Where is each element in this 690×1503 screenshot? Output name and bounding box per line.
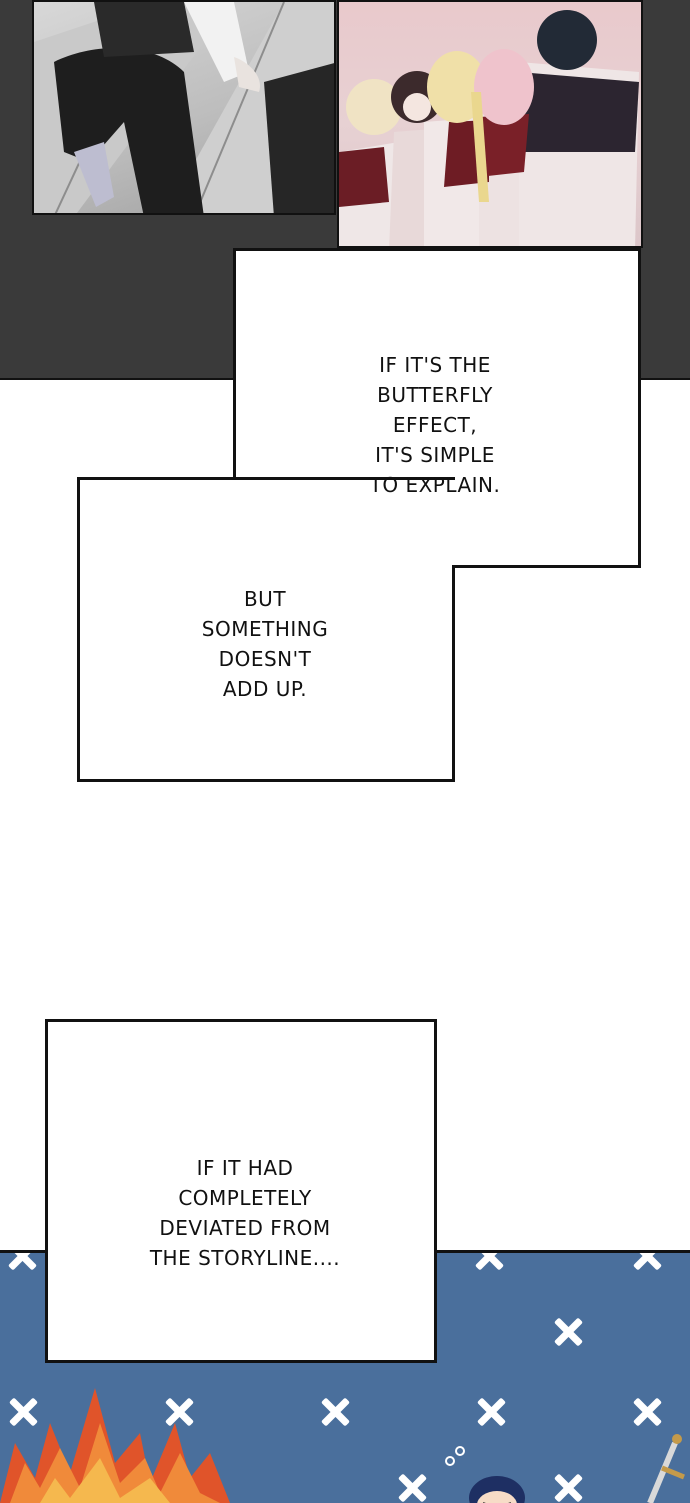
cross-icon <box>474 1395 508 1429</box>
group-characters-illustration <box>339 10 639 246</box>
caption-line: BUTTERFLY <box>377 383 493 407</box>
caption-line: SOMETHING <box>201 617 329 641</box>
caption-line: DOESN'T <box>218 647 312 671</box>
caption-line: IT'S SIMPLE <box>375 443 495 467</box>
caption-line: TO EXPLAIN. <box>369 473 501 497</box>
caption-line: COMPLETELY <box>178 1186 312 1210</box>
caption-line: ADD UP. <box>222 677 308 701</box>
caption-text-3: IF IT HAD COMPLETELY DEVIATED FROM THE S… <box>120 1153 370 1273</box>
flame-illustration <box>0 1388 230 1503</box>
caption-line: IF IT'S THE <box>379 353 491 377</box>
cross-icon <box>630 1253 664 1273</box>
cross-icon <box>318 1395 352 1429</box>
caption-line: IF IT HAD <box>196 1156 294 1180</box>
caption-text-2: BUT SOMETHING DOESN'T ADD UP. <box>185 584 345 704</box>
floor-tiles-illustration <box>34 2 334 213</box>
cross-icon <box>630 1395 664 1429</box>
panel-group-of-characters <box>337 0 643 248</box>
cross-icon <box>551 1315 585 1349</box>
caption-text-1: IF IT'S THE BUTTERFLY EFFECT, IT'S SIMPL… <box>350 350 520 500</box>
cross-icon <box>5 1253 39 1273</box>
cross-icon <box>551 1471 585 1503</box>
panel-seated-character <box>32 0 336 215</box>
caption-line: DEVIATED FROM <box>159 1216 331 1240</box>
caption-merge-cover-2 <box>452 480 638 565</box>
top-comic-panel <box>0 0 690 380</box>
cross-icon <box>472 1253 506 1273</box>
character-illustration <box>445 1446 525 1503</box>
caption-line: EFFECT, <box>392 413 478 437</box>
caption-line: BUT <box>243 587 287 611</box>
cross-icon <box>395 1471 429 1503</box>
caption-line: THE STORYLINE.... <box>149 1246 341 1270</box>
caption-merge-cover <box>236 480 452 566</box>
caption-box-deviated-from-storyline <box>45 1019 437 1363</box>
sword-illustration <box>647 1434 685 1503</box>
